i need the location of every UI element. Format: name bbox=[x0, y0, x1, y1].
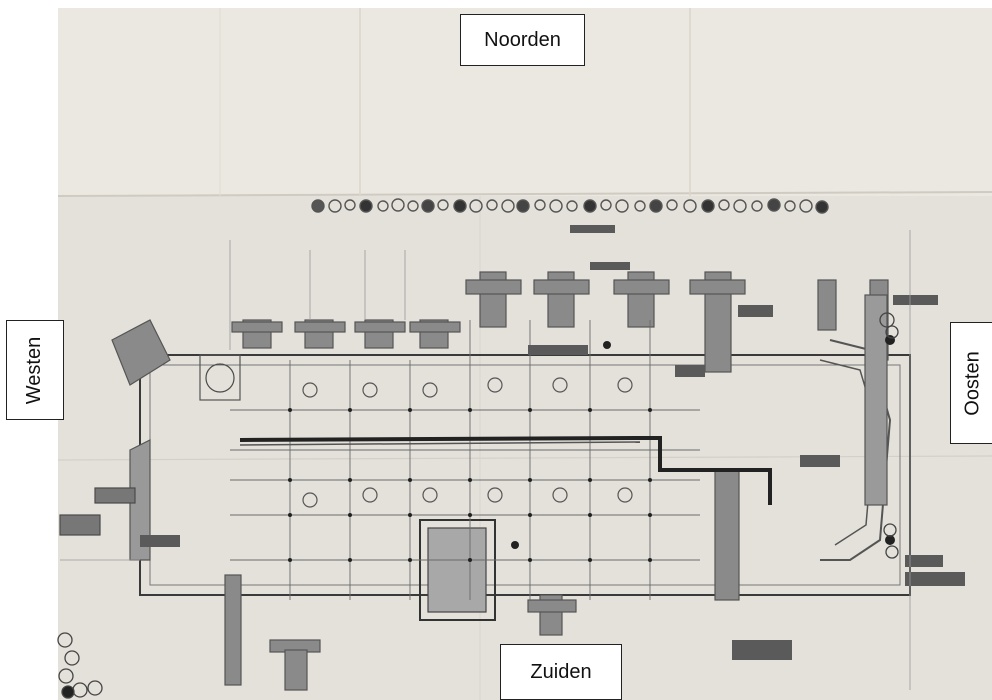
compass-label-east: Oosten bbox=[950, 322, 992, 444]
compass-label-west-text: Westen bbox=[23, 336, 46, 404]
compass-label-north: Noorden bbox=[460, 14, 585, 66]
compass-label-south: Zuiden bbox=[500, 644, 622, 700]
circle-markers bbox=[311, 198, 829, 214]
church-floor-plan bbox=[57, 225, 965, 699]
compass-label-west: Westen bbox=[6, 320, 64, 420]
compass-label-east-text: Oosten bbox=[961, 350, 984, 416]
